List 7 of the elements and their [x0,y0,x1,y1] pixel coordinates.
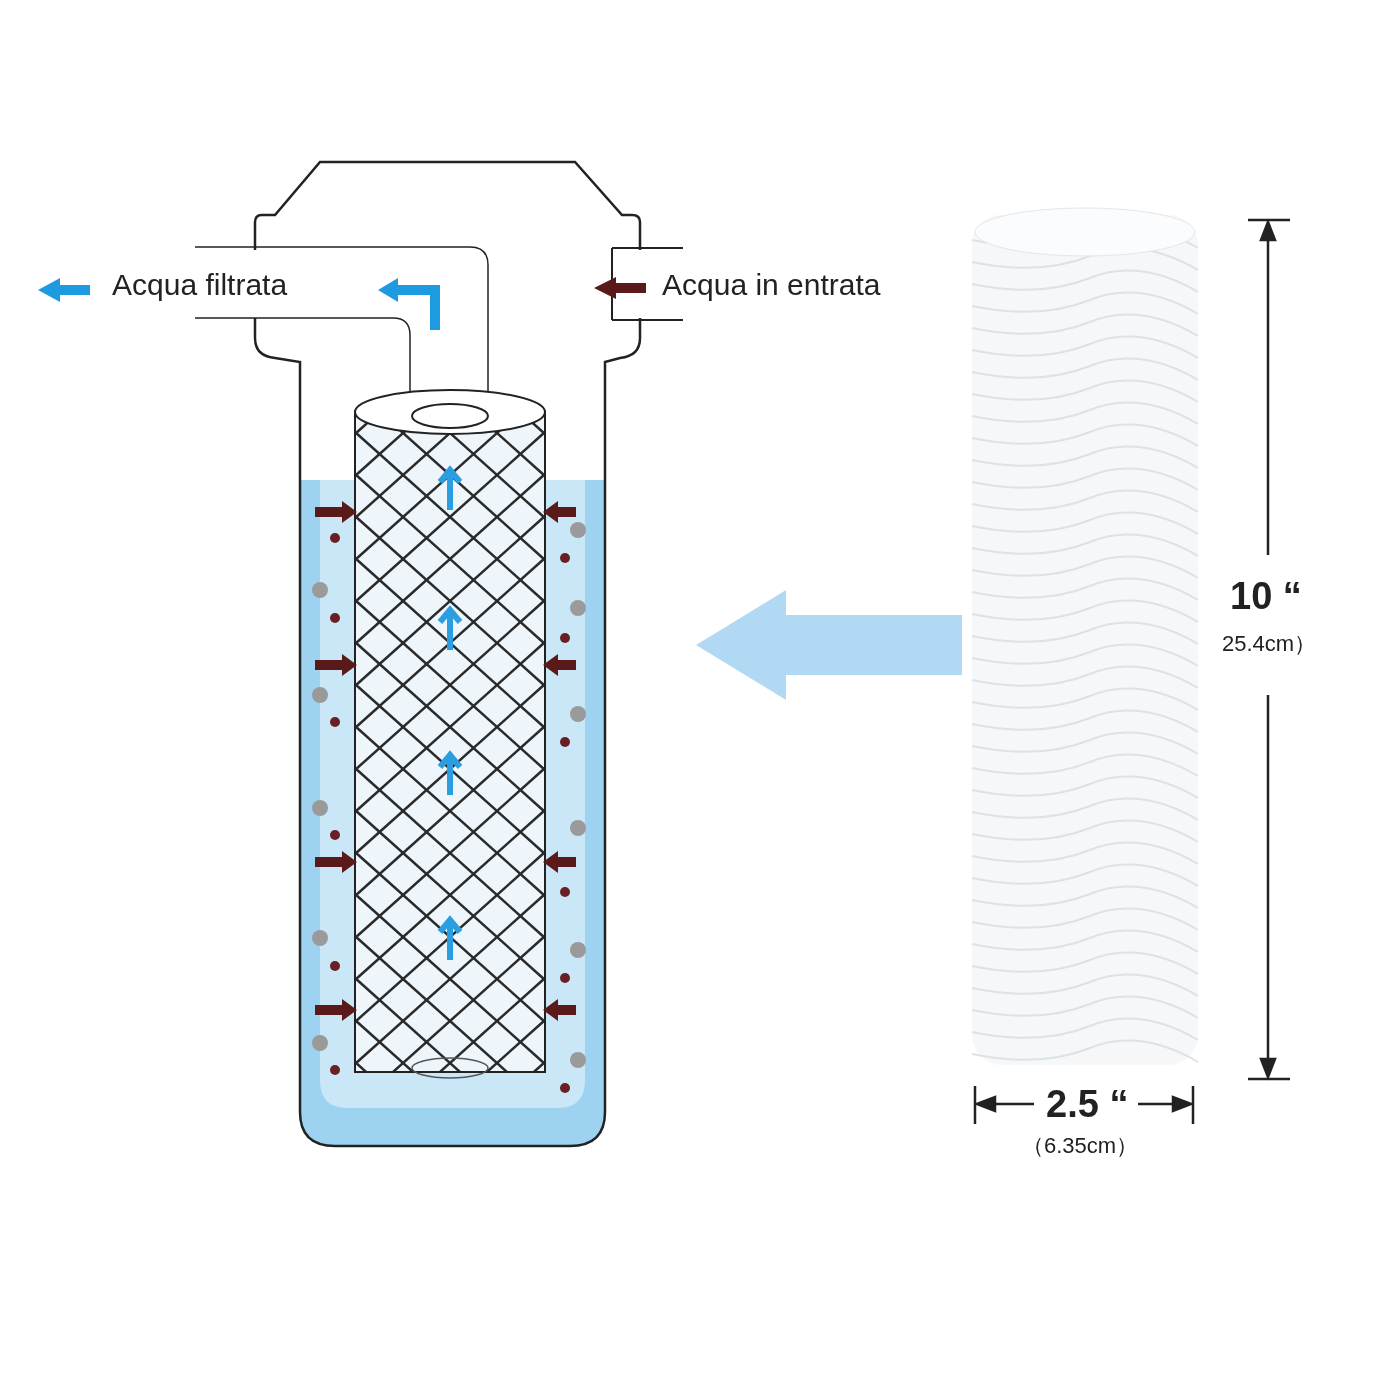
dimension-label: （6.35cm） [1022,1134,1139,1159]
dimension-label: 2.5 “ [1046,1084,1129,1126]
dimension-label: 10 “ [1230,576,1302,618]
dimension-label: 25.4cm） [1222,632,1317,657]
flow-label: Acqua in entrata [662,268,881,301]
flow-label: Acqua filtrata [112,268,288,301]
block-arrow [696,590,962,700]
